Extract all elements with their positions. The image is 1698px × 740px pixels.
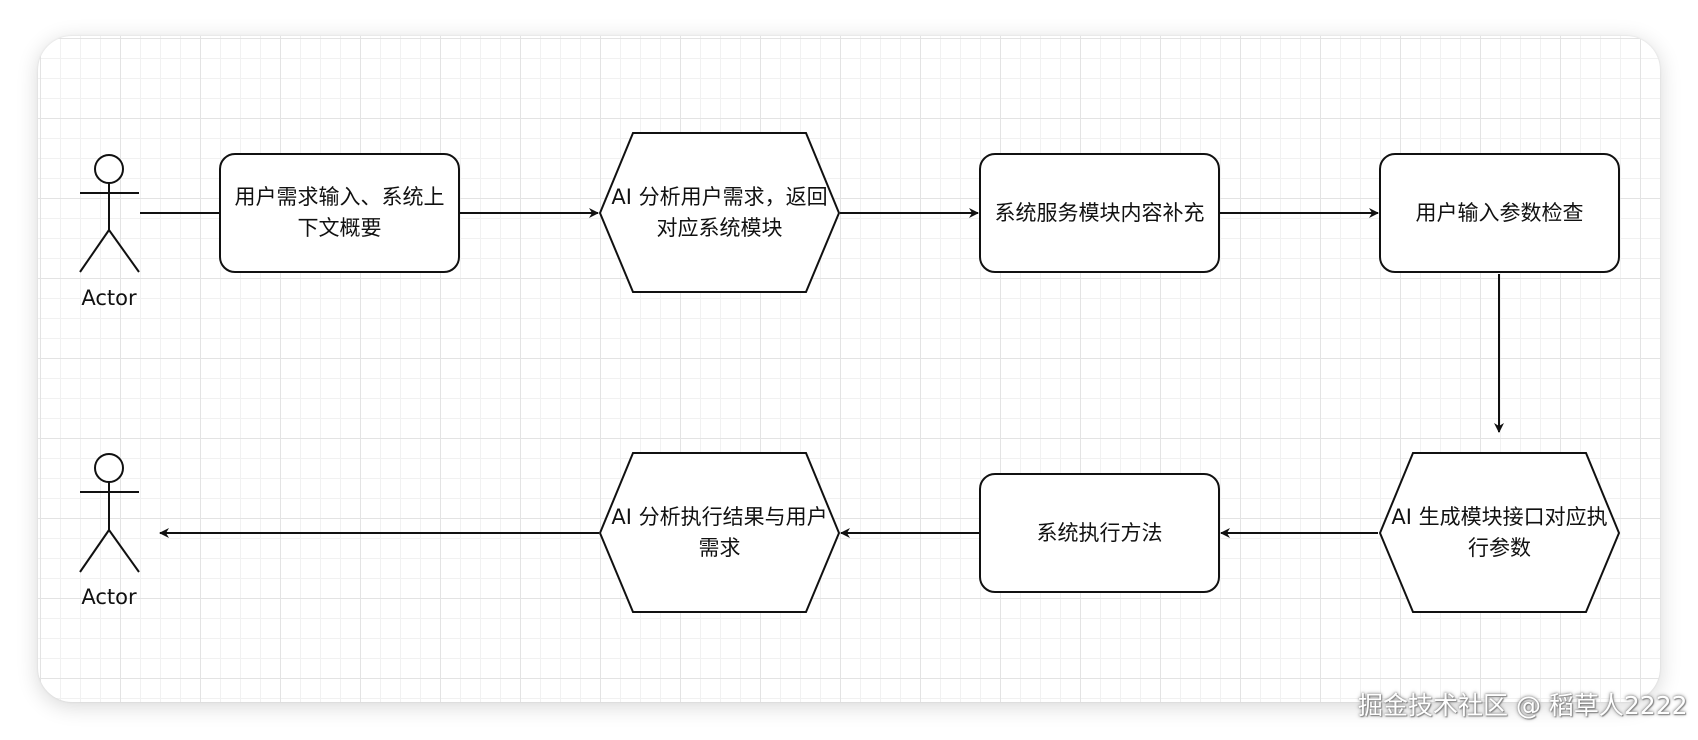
actor-top-figure bbox=[79, 154, 140, 273]
hexagon-ai-analyze-result bbox=[598, 452, 841, 613]
node-ai-analyze-result-label: AI 分析执行结果与用户需求 bbox=[611, 504, 828, 560]
node-system-execute-label: 系统执行方法 bbox=[1036, 520, 1163, 545]
node-param-check: 用户输入参数检查 bbox=[1379, 153, 1620, 273]
hexagon-ai-analyze-demand bbox=[598, 132, 841, 293]
node-ai-analyze-demand-label: AI 分析用户需求，返回对应系统模块 bbox=[611, 184, 828, 240]
actor-bottom-label: Actor bbox=[81, 585, 137, 609]
hexagon-ai-generate-params bbox=[1378, 452, 1621, 613]
node-param-check-label: 用户输入参数检查 bbox=[1415, 200, 1584, 225]
node-ai-generate-params-label: AI 生成模块接口对应执行参数 bbox=[1391, 504, 1608, 560]
actor-bottom-figure bbox=[79, 453, 140, 573]
watermark-text: 掘金技术社区 @ 稻草人2222 bbox=[1358, 691, 1688, 720]
node-user-input-label: 用户需求输入、系统上下文概要 bbox=[234, 185, 445, 240]
node-ai-analyze-demand: AI 分析用户需求，返回对应系统模块 bbox=[600, 133, 839, 292]
node-module-supplement-label: 系统服务模块内容补充 bbox=[994, 200, 1205, 225]
node-user-input: 用户需求输入、系统上下文概要 bbox=[219, 153, 460, 273]
node-system-execute: 系统执行方法 bbox=[979, 473, 1220, 593]
node-ai-analyze-result: AI 分析执行结果与用户需求 bbox=[600, 453, 839, 612]
diagram-canvas bbox=[38, 36, 1660, 702]
node-module-supplement: 系统服务模块内容补充 bbox=[979, 153, 1220, 273]
node-ai-generate-params: AI 生成模块接口对应执行参数 bbox=[1380, 453, 1619, 612]
actor-top-label: Actor bbox=[81, 286, 137, 310]
